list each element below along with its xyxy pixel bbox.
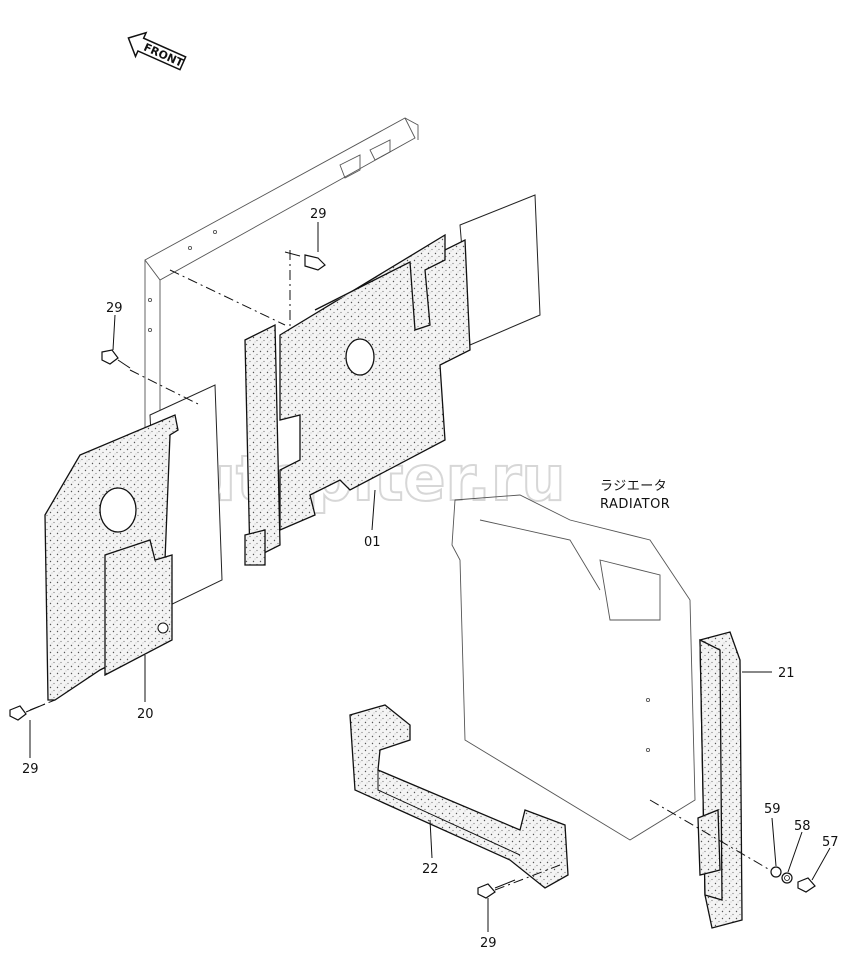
panel-01 xyxy=(244,194,541,566)
bolt-29-left-icon xyxy=(101,349,131,369)
seal-21 xyxy=(697,631,743,929)
front-label: FRONT xyxy=(142,41,186,70)
callout-washer-59: 59 xyxy=(764,802,781,817)
panel-20 xyxy=(44,384,223,701)
radiator-label: ラジエータ RADIATOR xyxy=(600,479,670,512)
washer-58-icon xyxy=(781,872,793,884)
seal-22 xyxy=(349,704,569,889)
radiator-label-en: RADIATOR xyxy=(600,497,670,512)
callout-bolt-57: 57 xyxy=(822,835,839,850)
callout-bolt-29-left: 29 xyxy=(106,301,123,316)
bolt-29-bottom-left-icon xyxy=(9,703,46,721)
callout-seal-21: 21 xyxy=(778,666,795,681)
assembly-lines xyxy=(29,250,771,891)
washer-59-icon xyxy=(770,866,782,878)
bolt-29-bottom-icon xyxy=(477,879,516,899)
bolt-57-icon xyxy=(797,877,816,893)
callout-bolt-29-bottom-left: 29 xyxy=(22,762,39,777)
bolt-29-top-icon xyxy=(284,251,326,271)
leader-lines xyxy=(29,222,831,932)
callout-panel-20: 20 xyxy=(137,707,154,722)
radiator xyxy=(451,494,696,841)
callout-washer-58: 58 xyxy=(794,819,811,834)
callout-panel-01: 01 xyxy=(364,535,381,550)
callout-bolt-29-top: 29 xyxy=(310,207,327,222)
callout-labels: 29 29 01 20 29 21 22 59 58 57 29 xyxy=(22,207,839,951)
front-arrow-icon: FRONT xyxy=(127,31,187,71)
callout-bolt-29-bottom: 29 xyxy=(480,936,497,951)
callout-seal-22: 22 xyxy=(422,862,439,877)
radiator-label-jp: ラジエータ xyxy=(600,479,667,494)
